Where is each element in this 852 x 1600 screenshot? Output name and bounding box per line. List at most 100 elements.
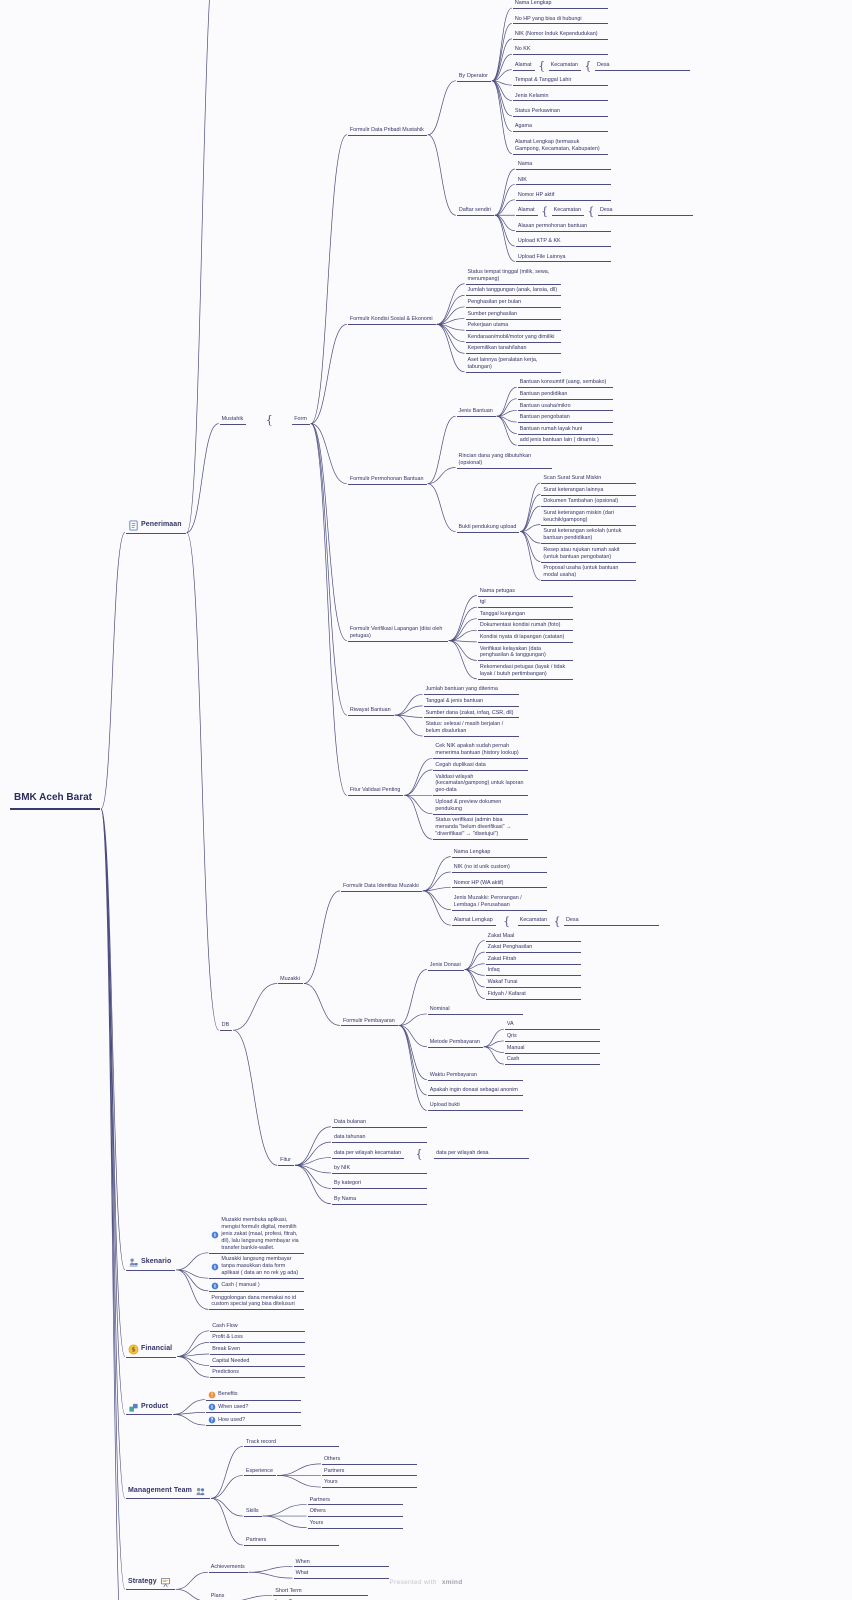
- topic-nik[interactable]: NIK: [515, 176, 611, 186]
- topic-by-operator[interactable]: By Operator: [456, 72, 491, 82]
- topic-validasi-wilayah-kecamatan-gampong-u[interactable]: Validasi wilayah (kecamatan/gampong) unt…: [433, 773, 529, 797]
- topic-fitur-validasi-penting[interactable]: Fitur Validasi Penting: [347, 787, 404, 797]
- topic-formulir-verifikasi-lapangan-diisi-o[interactable]: Formulir Verifikasi Lapangan (diisi oleh…: [347, 625, 448, 642]
- topic-qris[interactable]: Qris: [504, 1033, 600, 1042]
- topic-by-nik[interactable]: by NIK: [331, 1165, 427, 1174]
- topic-upload-bukti[interactable]: Upload bukti: [427, 1102, 523, 1112]
- topic-upload-preview-dokumen-pendukung[interactable]: Upload & preview dokumen pendukung: [433, 798, 529, 815]
- topic-sumber-dana-zakat-infaq-csr-dll[interactable]: Sumber dana (zakat, infaq, CSR, dll): [423, 709, 519, 719]
- topic-penghasilan-per-bulan[interactable]: Penghasilan per bulan: [465, 299, 561, 308]
- topic-jumlah-bantuan-yang-diterima[interactable]: Jumlah bantuan yang diterima: [423, 686, 519, 696]
- topic-add-jenis-bantuan-lain-dinamis[interactable]: add jenis bantuan lain ( dinamis ): [517, 437, 613, 447]
- topic-alamat-lengkap-termasuk-gampong-keca[interactable]: Alamat Lengkap (termasuk Gampong, Kecama…: [512, 138, 608, 155]
- topic-daftar-sendiri[interactable]: Daftar sendiri: [456, 207, 494, 217]
- topic-jenis-kelamin[interactable]: Jenis Kelamin: [512, 92, 608, 102]
- topic-riwayat-bantuan[interactable]: Riwayat Bantuan: [347, 707, 394, 717]
- topic-bukti-pendukung-upload[interactable]: Bukti pendukung upload: [456, 523, 520, 533]
- topic-predictions[interactable]: Predictions: [210, 1369, 306, 1379]
- topic-dokumen-tambahan-opsional[interactable]: Dokumen Tambahan (opsional): [541, 498, 637, 508]
- topic-achievements[interactable]: Achievements: [208, 1564, 248, 1574]
- topic-db[interactable]: DB: [219, 1022, 233, 1032]
- topic-bantuan-pengobatan[interactable]: Bantuan pengobatan: [517, 414, 613, 424]
- topic-management-team[interactable]: Management Team: [125, 1485, 210, 1500]
- topic-by-kategori[interactable]: By kategori: [331, 1180, 427, 1190]
- topic-desa[interactable]: Desa: [597, 207, 693, 217]
- topic-tgl[interactable]: tgl: [477, 599, 573, 609]
- topic-infaq[interactable]: Infaq: [485, 967, 581, 977]
- topic-break-even[interactable]: Break Even: [210, 1346, 306, 1355]
- topic-desa[interactable]: Desa: [564, 917, 659, 927]
- topic-pekerjaan-utama[interactable]: Pekerjaan utama: [465, 322, 561, 332]
- topic-proposal-usaha-untuk-bantuan-modal-u[interactable]: Proposal usaha (untuk bantuan modal usah…: [541, 565, 637, 582]
- topic-tempat-tanggal-lahir[interactable]: Tempat & Tanggal Lahir: [512, 77, 608, 87]
- topic-nama-petugas[interactable]: Nama petugas: [477, 587, 573, 597]
- topic-others[interactable]: Others: [307, 1508, 403, 1518]
- topic-bmk-aceh-barat[interactable]: BMK Aceh Barat: [10, 790, 100, 810]
- topic-financial[interactable]: $Financial: [125, 1343, 177, 1358]
- topic-penggolongan-dana-memakai-no-id-cust[interactable]: Penggolongan dana memakai no id custom s…: [209, 1294, 305, 1311]
- topic-alamat[interactable]: Alamat: [512, 61, 535, 71]
- topic-rincian-dana-yang-dibutuhkan-opsiona[interactable]: Rincian dana yang dibutuhkan (opsional): [456, 452, 552, 469]
- topic-alamat-lengkap[interactable]: Alamat Lengkap: [451, 917, 496, 927]
- topic-upload-ktp-kk[interactable]: Upload KTP & KK: [515, 238, 611, 248]
- topic-nik-no-id-unik-custom[interactable]: NIK (no id unik custom): [451, 864, 547, 874]
- topic-yours[interactable]: Yours: [321, 1479, 417, 1489]
- topic-yours[interactable]: Yours: [307, 1519, 403, 1529]
- topic-jumlah-tanggungan-anak-lansia-dll[interactable]: Jumlah tanggungan (anak, lansia, dll): [465, 287, 561, 297]
- topic-penerimaan[interactable]: Penerimaan: [125, 519, 186, 534]
- topic-cek-nik-apakah-sudah-pernah-menerima[interactable]: Cek NIK apakah sudah pernah menerima ban…: [433, 743, 529, 760]
- topic-scan-surat-surat-miskin[interactable]: Scan Surat Surat Miskin: [541, 475, 637, 484]
- topic-apakah-ingin-donasi-sebagai-anonim[interactable]: Apakah ingin donasi sebagai anonim: [427, 1087, 523, 1096]
- topic-waktu-pembayaran[interactable]: Waktu Pembayaran: [427, 1071, 523, 1081]
- topic-data-per-wilayah-kecamatan[interactable]: data per wilayah kecamatan: [331, 1149, 405, 1159]
- topic-nomor-hp-wa-aktif[interactable]: Nomor HP (WA aktif): [451, 879, 547, 889]
- topic-bantuan-usaha-mikro[interactable]: Bantuan usaha/mikro: [517, 402, 613, 412]
- topic-manual[interactable]: Manual: [504, 1044, 600, 1054]
- topic-jenis-muzakki-perorangan-lembaga-per[interactable]: Jenis Muzakki: Perorangan / Lembaga / Pe…: [451, 894, 547, 911]
- topic-kendaraan-mobil-motor-yang-dimiliki[interactable]: Kendaraan/mobil/motor yang dimiliki: [465, 333, 561, 343]
- topic-sumber-penghasilan[interactable]: Sumber penghasilan: [465, 310, 561, 320]
- topic-fitur[interactable]: Fitur: [278, 1157, 294, 1167]
- topic-resep-atau-rujukan-rumah-sakit-untuk[interactable]: Resep atau rujukan rumah sakit (untuk ba…: [541, 546, 637, 563]
- topic-verifikasi-kelayakan-data-penghasila[interactable]: Verifikasi kelayakan (data penghasilan &…: [477, 645, 573, 662]
- topic-surat-keterangan-miskin-dari-keuchik[interactable]: Surat keterangan miskin (dari keuchik/ga…: [541, 509, 637, 526]
- topic-bantuan-rumah-layak-huni[interactable]: Bantuan rumah layak huni: [517, 425, 613, 435]
- topic-kecamatan[interactable]: Kecamatan: [551, 207, 584, 217]
- topic-wakaf-tunai[interactable]: Wakaf Tunai: [485, 979, 581, 988]
- topic-mustahik[interactable]: Mustahik: [219, 415, 247, 425]
- topic-track-record[interactable]: Track record: [243, 1438, 339, 1448]
- topic-no-kk[interactable]: No KK: [512, 46, 608, 56]
- topic-nominal[interactable]: Nominal: [427, 1006, 523, 1015]
- topic-no-hp-yang-bisa-di-hubungi[interactable]: No HP yang bisa di hubungi: [512, 15, 608, 25]
- topic-rekomendasi-petugas-layak-tidak-laya[interactable]: Rekomendasi petugas (layak / tidak layak…: [477, 664, 573, 680]
- topic-formulir-kondisi-sosial-ekonomi[interactable]: Formulir Kondisi Sosial & Ekonomi: [347, 316, 436, 326]
- topic-capital-needed[interactable]: Capital Needed: [210, 1357, 306, 1367]
- topic-jenis-donasi[interactable]: Jenis Donasi: [427, 961, 464, 971]
- topic-alasan-permohonan-bantuan[interactable]: Alasan permohonan bantuan: [515, 222, 611, 232]
- topic-skills[interactable]: Skills: [243, 1508, 262, 1518]
- topic-fidyah-kafarat[interactable]: Fidyah / Kafarat: [485, 990, 581, 1000]
- topic-status-verifikasi-admin-bisa-menanda[interactable]: Status verifikasi (admin bisa menanda "b…: [433, 817, 529, 841]
- topic-formulir-pembayaran[interactable]: Formulir Pembayaran: [340, 1017, 398, 1027]
- topic-agama[interactable]: Agama: [512, 123, 608, 133]
- topic-zakat-penghasilan[interactable]: Zakat Penghasilan: [485, 944, 581, 954]
- topic-cash[interactable]: Cash: [504, 1056, 600, 1066]
- topic-experience[interactable]: Experience: [243, 1467, 276, 1477]
- topic-metode-pembayaran[interactable]: Metode Pembayaran: [427, 1038, 483, 1048]
- topic-bantuan-pendidikan[interactable]: Bantuan pendidikan: [517, 390, 613, 400]
- topic-formulir-data-identitas-muzakki[interactable]: Formulir Data Identitas Muzakki: [340, 882, 422, 892]
- topic-muzakki[interactable]: Muzakki: [278, 975, 303, 985]
- topic-upload-file-lainnya[interactable]: Upload File Lainnya: [515, 253, 611, 263]
- topic-data-bulanan[interactable]: Data bulanan: [331, 1118, 427, 1128]
- topic-data-tahunan[interactable]: data tahunan: [331, 1134, 427, 1144]
- topic-kondisi-nyata-di-lapangan-catatan[interactable]: Kondisi nyata di lapangan (catatan): [477, 633, 573, 643]
- topic-nama-lengkap[interactable]: Nama Lengkap: [451, 848, 547, 858]
- topic-dokumentasi-kondisi-rumah-foto[interactable]: Dokumentasi kondisi rumah (foto): [477, 622, 573, 632]
- topic-desa[interactable]: Desa: [594, 61, 690, 71]
- topic-strategy[interactable]: Strategy: [125, 1576, 175, 1591]
- topic-tanggal-jenis-bantuan[interactable]: Tanggal & jenis bantuan: [423, 697, 519, 707]
